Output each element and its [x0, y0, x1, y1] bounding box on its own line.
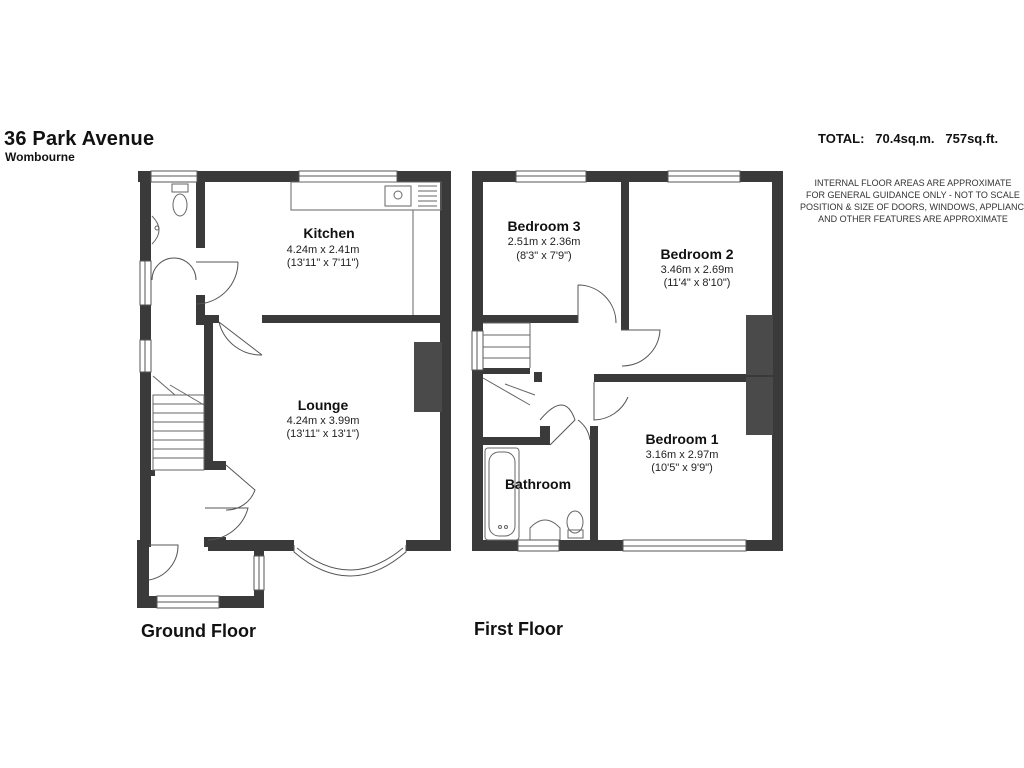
- room-name-kitchen: Kitchen: [303, 225, 354, 241]
- room-dim-bedroom3-metric: 2.51m x 2.36m: [508, 236, 581, 248]
- disclaimer-line: FOR GENERAL GUIDANCE ONLY - NOT TO SCALE: [806, 190, 1020, 200]
- bay-window: [293, 545, 407, 577]
- disclaimer-line: AND OTHER FEATURES ARE APPROXIMATE: [818, 214, 1008, 224]
- first-floor-stairs: [482, 322, 536, 406]
- floor-label-ground: Ground Floor: [141, 621, 256, 641]
- room-name-bedroom2: Bedroom 2: [660, 246, 733, 262]
- first-floor-doors: [539, 284, 661, 446]
- first-floor-window-glazing: [476, 175, 746, 547]
- total-area: TOTAL: 70.4sq.m. 757sq.ft.: [818, 131, 999, 146]
- room-name-bedroom3: Bedroom 3: [507, 218, 580, 234]
- chimney-breast-bedroom2: [746, 315, 773, 375]
- disclaimer-line: POSITION & SIZE OF DOORS, WINDOWS, APPLI…: [800, 202, 1024, 212]
- room-dim-bedroom3-imperial: (8'3" x 7'9"): [516, 250, 571, 262]
- room-dim-bedroom2-metric: 3.46m x 2.69m: [661, 264, 734, 276]
- room-dim-kitchen-metric: 4.24m x 2.41m: [287, 244, 360, 256]
- room-dim-lounge-metric: 4.24m x 3.99m: [287, 415, 360, 427]
- first-floor-plan: Bedroom 3 2.51m x 2.36m (8'3" x 7'9") Be…: [471, 170, 783, 639]
- first-floor-walls: [472, 171, 783, 551]
- window-glazing-lines: [144, 175, 397, 603]
- property-town: Wombourne: [5, 150, 75, 164]
- floor-label-first: First Floor: [474, 619, 563, 639]
- wc-fixtures: [151, 183, 189, 245]
- ground-floor-stairs: [152, 375, 205, 471]
- disclaimer-line: INTERNAL FLOOR AREAS ARE APPROXIMATE: [814, 178, 1012, 188]
- ground-floor-doors: [148, 257, 263, 581]
- room-dim-bedroom2-imperial: (11'4" x 8'10"): [664, 277, 731, 289]
- room-name-bedroom1: Bedroom 1: [645, 431, 718, 447]
- chimney-breast-bedroom1: [746, 377, 773, 435]
- chimney-breast: [414, 342, 442, 412]
- room-name-bathroom: Bathroom: [505, 476, 571, 492]
- room-dim-bedroom1-imperial: (10'5" x 9'9"): [651, 462, 713, 474]
- kitchen-counter: [290, 181, 442, 315]
- room-name-lounge: Lounge: [298, 397, 349, 413]
- ground-floor-plan: Kitchen 4.24m x 2.41m (13'11" x 7'11") L…: [137, 170, 451, 641]
- disclaimer: INTERNAL FLOOR AREAS ARE APPROXIMATE FOR…: [800, 177, 1024, 225]
- room-dim-lounge-imperial: (13'11" x 13'1"): [287, 428, 360, 440]
- property-address: 36 Park Avenue: [4, 128, 155, 150]
- room-dim-bedroom1-metric: 3.16m x 2.97m: [646, 449, 719, 461]
- bathroom-fixtures: [484, 447, 584, 541]
- room-dim-kitchen-imperial: (13'11" x 7'11"): [287, 257, 359, 269]
- ground-floor-walls: [137, 171, 451, 608]
